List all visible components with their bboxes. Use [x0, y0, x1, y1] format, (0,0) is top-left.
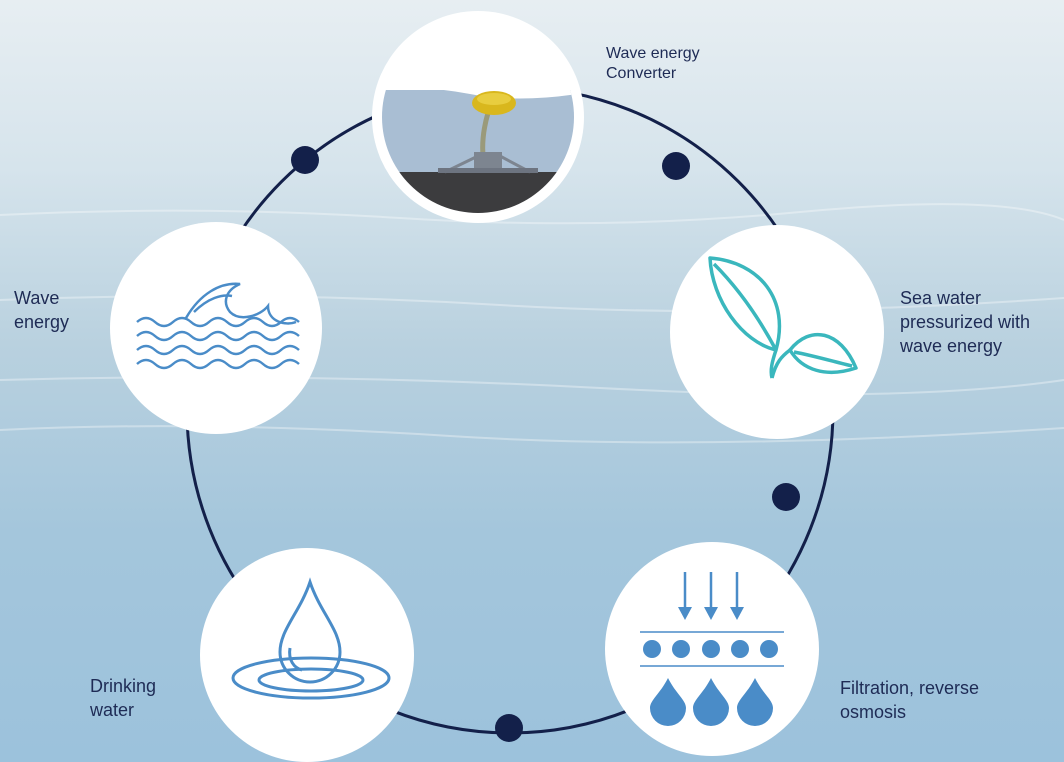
filtration-membrane-icon	[640, 572, 784, 726]
step-label-filtration: Filtration, reverse osmosis	[840, 676, 979, 724]
connector-dot	[772, 483, 800, 511]
waves-icon	[136, 282, 300, 370]
step-label-drinking-water: Drinking water	[90, 674, 156, 722]
buoy-converter-illustration	[382, 80, 574, 213]
water-drop-icon	[231, 577, 391, 700]
step-label-sea-water-pressurized: Sea water pressurized with wave energy	[900, 286, 1030, 358]
step-node-sea-water-pressurized	[670, 225, 884, 439]
step-node-filtration	[605, 542, 819, 756]
label-line: energy	[14, 312, 70, 332]
label-line: pressurized with	[900, 312, 1031, 332]
step-node-drinking-water	[200, 548, 414, 762]
label-line: Converter	[606, 65, 677, 82]
label-line: wave energy	[900, 336, 1003, 356]
step-label-wave-energy-converter: Wave energy Converter	[606, 44, 700, 84]
label-line: Drinking	[90, 676, 157, 696]
label-line: Filtration, reverse	[840, 678, 980, 698]
label-line: Wave energy	[606, 45, 700, 62]
label-line: osmosis	[840, 702, 907, 722]
step-node-wave-energy-converter	[372, 11, 584, 223]
connector-dot	[291, 146, 319, 174]
step-label-wave-energy: Wave energy	[14, 286, 69, 334]
label-line: Sea water	[900, 288, 982, 308]
step-node-wave-energy	[110, 222, 322, 434]
connector-dot	[495, 714, 523, 742]
connector-dot	[662, 152, 690, 180]
label-line: water	[90, 700, 135, 720]
label-line: Wave	[14, 288, 60, 308]
leaf-sprout-icon	[708, 256, 858, 379]
